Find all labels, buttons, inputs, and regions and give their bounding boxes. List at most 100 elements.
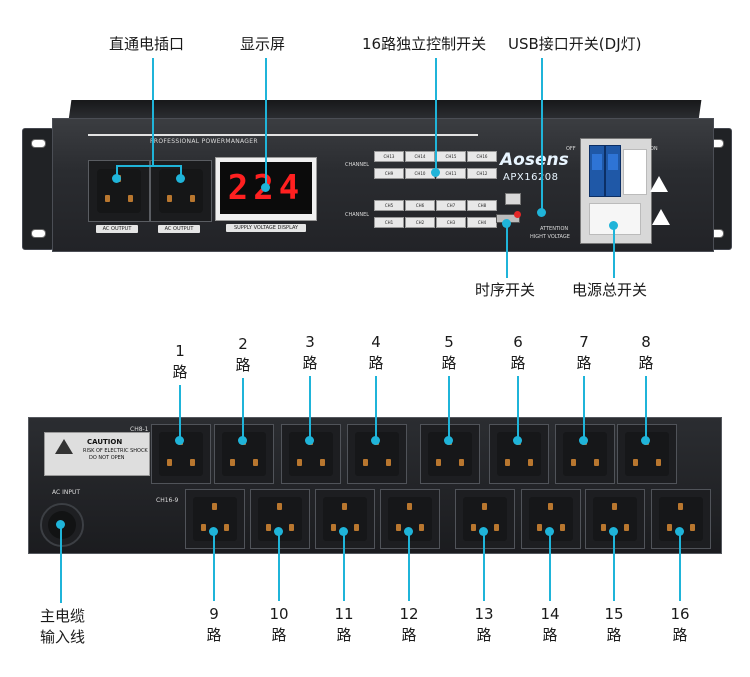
ac-input-label: AC INPUT <box>52 489 81 496</box>
leader-dot <box>56 520 65 529</box>
channel-button[interactable]: CH12 <box>467 168 497 179</box>
breaker-qr-label <box>589 203 641 235</box>
channel-button[interactable]: CH16 <box>467 151 497 162</box>
rear-outlet <box>151 424 211 484</box>
outlet-pin <box>459 459 464 466</box>
channel-number: 6 <box>513 333 523 351</box>
rear-row-label: CH8-1 <box>130 426 149 433</box>
callout-main-cable-line1: 主电缆 <box>40 607 86 625</box>
channel-suffix: 路 <box>172 363 188 381</box>
outlet-pin <box>190 195 195 202</box>
outlet-face <box>563 432 607 476</box>
outlet-pin <box>212 503 217 510</box>
outlet-pin <box>297 459 302 466</box>
leader-line <box>60 525 62 603</box>
leader-line <box>408 531 410 601</box>
leader-dot <box>404 527 413 536</box>
outlet-pin <box>528 459 533 466</box>
leader-dot <box>537 208 546 217</box>
channel-button[interactable]: CH2 <box>405 217 435 228</box>
channel-button[interactable]: CH7 <box>436 200 466 211</box>
leader-dot <box>641 436 650 445</box>
outlet-pin <box>201 524 206 531</box>
outlet-pin <box>167 195 172 202</box>
leader-dot <box>545 527 554 536</box>
outlet-pin <box>436 459 441 466</box>
brand-logo: Aosens <box>500 150 569 170</box>
channel-number: 2 <box>238 335 248 353</box>
leader-dot <box>305 436 314 445</box>
channel-button[interactable]: CH3 <box>436 217 466 228</box>
outlet-pin <box>105 195 110 202</box>
leader-dot <box>371 436 380 445</box>
rear-outlet <box>617 424 677 484</box>
leader-line <box>679 531 681 601</box>
breaker-off-label: OFF <box>566 146 576 152</box>
outlet-pin <box>190 459 195 466</box>
channel-button[interactable]: CH5 <box>374 200 404 211</box>
channel-button[interactable]: CH9 <box>374 168 404 179</box>
channel-button[interactable]: CH15 <box>436 151 466 162</box>
callout-display: 显示屏 <box>240 35 286 53</box>
channel-number: 13 <box>474 605 494 623</box>
channel-number: 7 <box>579 333 589 351</box>
caution-label: CAUTION RISK OF ELECTRIC SHOCK DO NOT OP… <box>44 432 150 476</box>
usb-port[interactable] <box>505 193 521 205</box>
breaker-pole[interactable] <box>605 145 621 197</box>
channel-suffix: 路 <box>576 354 592 372</box>
channel-button[interactable]: CH4 <box>467 217 497 228</box>
rack-mount-hole <box>31 229 46 238</box>
channel-number: 5 <box>444 333 454 351</box>
outlet-pin <box>601 524 606 531</box>
outlet-pin <box>224 524 229 531</box>
channel-suffix: 路 <box>606 626 622 644</box>
leader-line <box>375 376 377 440</box>
rear-outlet <box>281 424 341 484</box>
outlet-pin <box>128 195 133 202</box>
leader-line <box>483 531 485 601</box>
breaker-on-label: ON <box>650 146 658 152</box>
channel-number: 14 <box>540 605 560 623</box>
leader-line <box>152 58 154 166</box>
channel-button[interactable]: CH11 <box>436 168 466 179</box>
breaker-pole[interactable] <box>589 145 605 197</box>
callout-usb-switch: USB接口开关(DJ灯) <box>508 35 642 53</box>
leader-dot <box>675 527 684 536</box>
leader-dot <box>261 183 270 192</box>
channel-label: CHANNEL <box>345 162 370 168</box>
callout-independent-switches: 16路独立控制开关 <box>362 35 487 53</box>
channel-number: 12 <box>399 605 419 623</box>
breaker-toggle[interactable] <box>592 154 602 170</box>
channel-button[interactable]: CH6 <box>405 200 435 211</box>
channel-button[interactable]: CH8 <box>467 200 497 211</box>
channel-number-12: 12 路 <box>397 604 421 646</box>
leader-dot <box>609 527 618 536</box>
callout-direct-socket: 直通电插口 <box>109 35 185 53</box>
channel-suffix: 路 <box>401 626 417 644</box>
channel-button[interactable]: CH13 <box>374 151 404 162</box>
outlet-pin <box>277 503 282 510</box>
channel-suffix: 路 <box>271 626 287 644</box>
breaker-toggle[interactable] <box>608 154 618 170</box>
leader-line <box>265 58 267 184</box>
channel-suffix: 路 <box>336 626 352 644</box>
outlet-pin <box>494 524 499 531</box>
rear-outlet <box>521 489 581 549</box>
chassis-top <box>68 100 702 120</box>
channel-suffix: 路 <box>368 354 384 372</box>
channel-number: 4 <box>371 333 381 351</box>
outlet-pin <box>505 459 510 466</box>
channel-button[interactable]: CH1 <box>374 217 404 228</box>
usb-switch-led[interactable] <box>514 211 521 218</box>
channel-button[interactable]: CH14 <box>405 151 435 162</box>
leader-line <box>116 165 182 167</box>
leader-dot <box>209 527 218 536</box>
